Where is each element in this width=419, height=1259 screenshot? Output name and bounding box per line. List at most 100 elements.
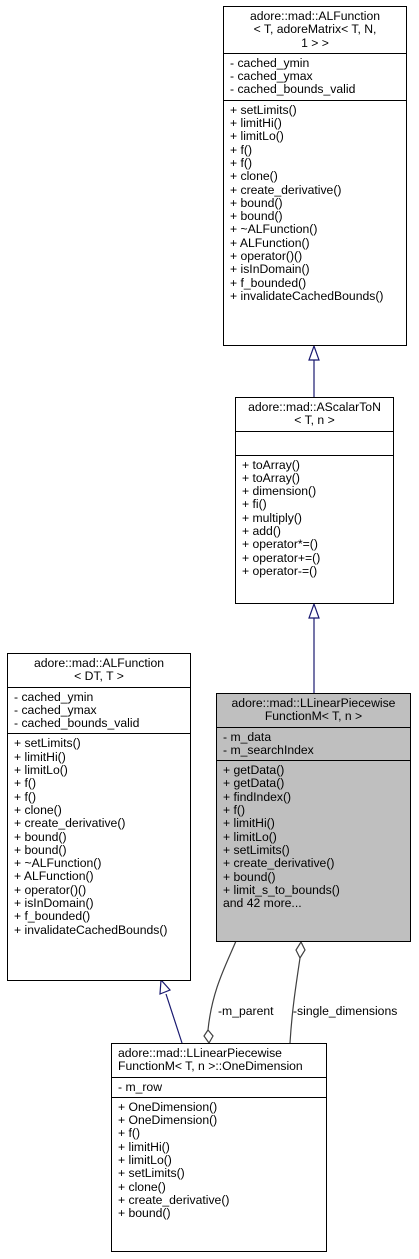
- class-title-line: adore::mad::LLinearPiecewise: [118, 1046, 282, 1060]
- method-list: + OneDimension() + OneDimension() + f() …: [112, 1096, 326, 1224]
- method: + fi(): [242, 497, 267, 512]
- class-alfunction-matrix[interactable]: adore::mad::ALFunction < T, adoreMatrix<…: [223, 6, 407, 346]
- method: + setLimits(): [14, 736, 81, 751]
- method-list: + setLimits() + limitHi() + limitLo() + …: [224, 99, 406, 306]
- method: + bound(): [118, 1206, 171, 1221]
- class-llinearpiecewise[interactable]: adore::mad::LLinearPiecewise FunctionM< …: [216, 693, 411, 942]
- method-list: + toArray() + toArray() + dimension() + …: [236, 454, 393, 582]
- method: + ~ALFunction(): [14, 856, 102, 871]
- inheritance-arrowhead: [308, 602, 320, 619]
- method: + limitLo(): [14, 763, 68, 778]
- method: + clone(): [14, 802, 62, 817]
- attribute: - m_data: [223, 729, 272, 744]
- method: + setLimits(): [118, 1166, 185, 1181]
- method: + bound(): [14, 829, 67, 844]
- class-title-line: adore::mad::ALFunction: [33, 656, 165, 670]
- attribute-list: - m_row: [112, 1076, 326, 1097]
- method: + ALFunction(): [14, 869, 94, 884]
- attribute: - m_searchIndex: [223, 742, 314, 757]
- method: + operator-=(): [242, 563, 318, 578]
- method-list: + getData() + getData() + findIndex() + …: [217, 760, 410, 913]
- attribute-list: - cached_ymin - cached_ymax - cached_bou…: [8, 686, 190, 734]
- method: + findIndex(): [223, 789, 292, 804]
- method: + limitLo(): [230, 129, 284, 144]
- class-title-line: FunctionM< T, n >: [264, 709, 363, 724]
- class-ascalartoN[interactable]: adore::mad::AScalarToN < T, n > + toArra…: [235, 397, 394, 604]
- more-methods-link[interactable]: and 42 more...: [223, 896, 302, 911]
- class-title-line: 1 > >: [301, 35, 329, 50]
- inheritance-arrowhead: [159, 978, 172, 995]
- class-onedimension[interactable]: adore::mad::LLinearPiecewise FunctionM< …: [111, 1043, 327, 1252]
- attribute: - cached_bounds_valid: [14, 716, 140, 731]
- method: + limitHi(): [230, 116, 282, 131]
- inheritance-edge-onedim-to-alfunction: [165, 993, 183, 1044]
- attribute: - m_row: [118, 1079, 163, 1094]
- method: + invalidateCachedBounds(): [230, 288, 384, 303]
- method: + limitHi(): [223, 816, 275, 831]
- class-title: adore::mad::LLinearPiecewise FunctionM< …: [217, 694, 410, 727]
- attribute: - cached_ymax: [230, 69, 313, 84]
- class-title: adore::mad::AScalarToN < T, n >: [236, 398, 393, 431]
- method: + f(): [230, 142, 253, 157]
- class-title-line: adore::mad::AScalarToN: [248, 400, 381, 414]
- method: + ~ALFunction(): [230, 222, 318, 237]
- method: + limitHi(): [118, 1139, 170, 1154]
- method: + bound(): [14, 842, 67, 857]
- class-title-line: FunctionM< T, n >::OneDimension: [118, 1059, 303, 1074]
- class-title-line: < DT, T >: [74, 669, 124, 684]
- method: + OneDimension(): [118, 1099, 218, 1114]
- method: + limit_s_to_bounds(): [223, 882, 340, 897]
- method: + f_bounded(): [14, 909, 91, 924]
- method: + create_derivative(): [223, 856, 335, 871]
- method: + setLimits(): [230, 102, 297, 117]
- method: + operator+=(): [242, 550, 321, 565]
- attribute: - cached_bounds_valid: [230, 82, 356, 97]
- method: + setLimits(): [223, 842, 290, 857]
- attribute-list: [236, 430, 393, 455]
- inheritance-arrowhead: [308, 344, 320, 361]
- method: + isInDomain(): [230, 262, 310, 277]
- method: + f(): [118, 1126, 141, 1141]
- method: + dimension(): [242, 484, 317, 499]
- method: + create_derivative(): [230, 182, 342, 197]
- class-title-line: adore::mad::LLinearPiecewise: [231, 696, 396, 710]
- method: + multiply(): [242, 510, 302, 525]
- method: + getData(): [223, 763, 285, 778]
- attribute: - cached_ymin: [230, 55, 310, 70]
- class-title: adore::mad::ALFunction < T, adoreMatrix<…: [224, 7, 406, 53]
- class-title-line: < T, n >: [294, 413, 335, 428]
- method: + limitLo(): [223, 829, 277, 844]
- method: + add(): [242, 524, 281, 539]
- class-title: adore::mad::ALFunction < DT, T >: [8, 654, 190, 687]
- method-list: + setLimits() + limitHi() + limitLo() + …: [8, 733, 190, 939]
- method: + create_derivative(): [118, 1192, 230, 1207]
- aggregation-diamond: [295, 940, 306, 960]
- method: + toArray(): [242, 470, 300, 485]
- method: + bound(): [230, 209, 283, 224]
- method: + bound(): [223, 869, 276, 884]
- aggregation-edge-m-parent: [207, 940, 237, 1031]
- method: + toArray(): [242, 457, 300, 472]
- method: + f(): [230, 155, 253, 170]
- edge-label-m-parent: -m_parent: [218, 1004, 274, 1018]
- class-title: adore::mad::LLinearPiecewise FunctionM< …: [112, 1044, 326, 1077]
- method: + limitHi(): [14, 749, 66, 764]
- method: + f(): [14, 776, 37, 791]
- method: + clone(): [230, 169, 278, 184]
- attribute: - cached_ymin: [14, 689, 94, 704]
- method: + invalidateCachedBounds(): [14, 922, 168, 937]
- class-title-line: < T, adoreMatrix< T, N,: [253, 22, 377, 37]
- method: + ALFunction(): [230, 235, 310, 250]
- method: + f(): [14, 789, 37, 804]
- method: + getData(): [223, 776, 285, 791]
- method: + limitLo(): [118, 1153, 172, 1168]
- class-alfunction-dt[interactable]: adore::mad::ALFunction < DT, T > - cache…: [7, 653, 191, 981]
- method: + isInDomain(): [14, 896, 94, 911]
- aggregation-edge-single-dimensions: [289, 957, 301, 1044]
- attribute: - cached_ymax: [14, 702, 97, 717]
- method: + f_bounded(): [230, 275, 307, 290]
- method: + create_derivative(): [14, 816, 126, 831]
- class-title-line: adore::mad::ALFunction: [249, 9, 381, 23]
- method: + operator()(): [14, 882, 87, 897]
